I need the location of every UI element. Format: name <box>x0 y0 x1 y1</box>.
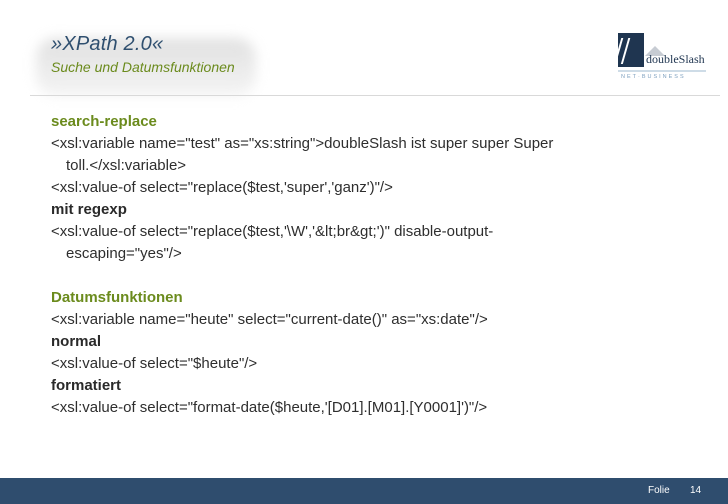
subheading: mit regexp <box>51 201 127 218</box>
slide-footer: Folie 14 <box>0 478 728 504</box>
section-heading: Datumsfunktionen <box>51 289 183 306</box>
slide-label: Folie <box>648 485 670 496</box>
logo-tagline: NET·BUSINESS <box>621 74 686 80</box>
code-line: <xsl:value-of select="replace($test,'\W'… <box>51 223 494 240</box>
section-heading: search-replace <box>51 113 157 130</box>
code-line: <xsl:variable name="heute" select="curre… <box>51 311 488 328</box>
section-datumsfunktionen: Datumsfunktionen <xsl:variable name="heu… <box>51 287 711 419</box>
code-line: <xsl:variable name="test" as="xs:string"… <box>51 135 554 152</box>
logo-wordmark: doubleSlash <box>646 52 705 66</box>
subheading: normal <box>51 333 102 350</box>
section-spacer <box>51 265 711 287</box>
code-line: <xsl:value-of select="replace($test,'sup… <box>51 179 393 196</box>
slide-subtitle: Suche und Datumsfunktionen <box>51 59 235 75</box>
doubleslash-logo: doubleSlash NET·BUSINESS <box>616 33 706 80</box>
slide-header: »XPath 2.0« Suche und Datumsfunktionen d… <box>0 0 728 100</box>
slide-title: »XPath 2.0« <box>51 33 164 55</box>
code-line: <xsl:value-of select="$heute"/> <box>51 355 258 372</box>
section-search-replace: search-replace <xsl:variable name="test"… <box>51 111 711 265</box>
logo-slash-2 <box>620 38 631 64</box>
code-line: toll.</xsl:variable> <box>66 157 187 174</box>
title-shadow-decoration <box>36 38 256 96</box>
code-line: escaping="yes"/> <box>66 245 182 262</box>
logo-shape <box>645 46 665 56</box>
slide-content: search-replace <xsl:variable name="test"… <box>51 111 711 419</box>
slide-number: 14 <box>690 485 702 496</box>
code-line: <xsl:value-of select="format-date($heute… <box>51 399 488 416</box>
header-divider <box>30 95 720 96</box>
subheading: formatiert <box>51 377 122 394</box>
logo-slash-1 <box>616 38 624 64</box>
